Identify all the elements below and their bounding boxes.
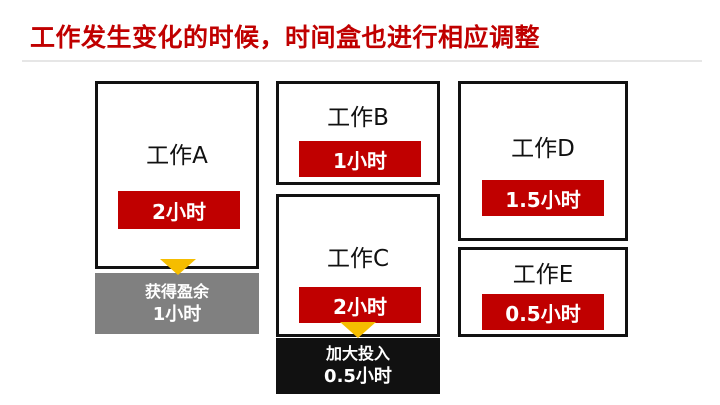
surplus-note-amount: 1小时: [152, 303, 202, 325]
task-duration-d: 1.5小时: [482, 180, 604, 216]
extra-input-note-amount: 0.5小时: [324, 366, 392, 387]
task-duration-c: 2小时: [299, 287, 421, 323]
task-duration-a: 2小时: [118, 191, 240, 229]
extra-input-pointer-icon: [340, 322, 376, 338]
task-name-c: 工作C: [326, 246, 390, 272]
task-name-e: 工作E: [512, 262, 574, 288]
extra-input-note-label: 加大投入: [325, 344, 390, 363]
surplus-pointer-icon: [160, 259, 196, 275]
task-name-d: 工作D: [511, 136, 575, 162]
task-box-d: 工作D 1.5小时: [458, 81, 628, 241]
title-divider: [22, 60, 702, 62]
task-box-e: 工作E 0.5小时: [458, 247, 628, 337]
slide-title: 工作发生变化的时候，时间盒也进行相应调整: [30, 23, 541, 52]
task-duration-e: 0.5小时: [482, 294, 604, 330]
task-box-c: 工作C 2小时: [276, 194, 440, 337]
extra-input-note: 加大投入 0.5小时: [276, 338, 440, 394]
task-box-b: 工作B 1小时: [276, 81, 440, 185]
surplus-note: 获得盈余 1小时: [95, 273, 259, 334]
surplus-note-label: 获得盈余: [144, 281, 209, 301]
task-name-a: 工作A: [146, 143, 208, 169]
task-box-a: 工作A 2小时: [95, 81, 259, 269]
task-name-b: 工作B: [327, 105, 389, 131]
task-duration-b: 1小时: [299, 141, 421, 177]
